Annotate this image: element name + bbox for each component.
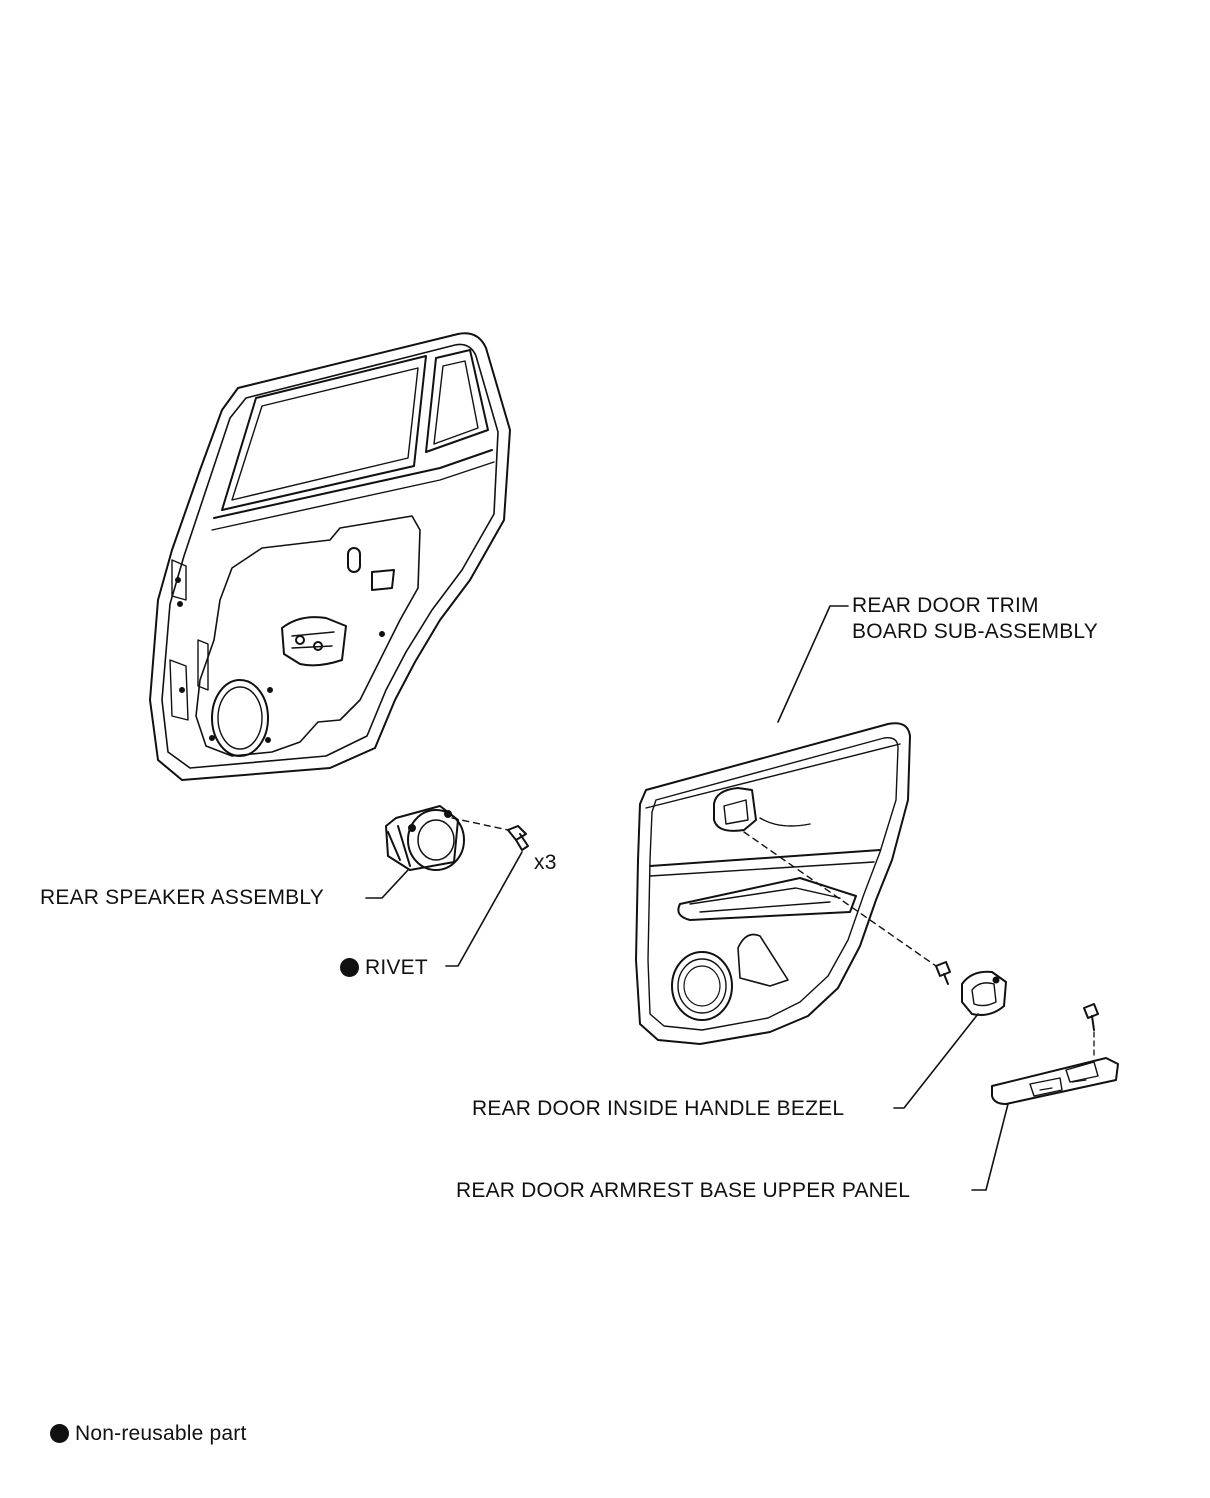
legend-non-reusable: Non-reusable part bbox=[50, 1421, 247, 1447]
handle-bezel-guide-line bbox=[743, 831, 937, 967]
trim-board-label-line1: REAR DOOR TRIM bbox=[852, 594, 1039, 617]
filled-circle-icon bbox=[340, 958, 359, 977]
rear-door-trim-board bbox=[635, 722, 911, 1045]
speaker-rivet-guide-line bbox=[451, 817, 509, 831]
armrest-screw bbox=[1083, 1003, 1099, 1031]
trim-board-leader-line bbox=[777, 605, 849, 723]
rivet bbox=[507, 825, 529, 851]
rivet-label: RIVET bbox=[340, 955, 428, 981]
rivet-leader-line bbox=[445, 851, 523, 967]
rear-door-frame bbox=[149, 332, 511, 781]
handle-bezel-label: REAR DOOR INSIDE HANDLE BEZEL bbox=[472, 1097, 845, 1120]
bezel-screw bbox=[935, 961, 951, 985]
trim-board-label-line2: BOARD SUB-ASSEMBLY bbox=[852, 620, 1098, 643]
handle-bezel-leader-line bbox=[893, 1013, 979, 1109]
rear-speaker-assembly bbox=[385, 805, 465, 871]
speaker-leader-line bbox=[365, 869, 409, 899]
speaker-label: REAR SPEAKER ASSEMBLY bbox=[40, 886, 324, 909]
trim-board-label: REAR DOOR TRIM BOARD SUB-ASSEMBLY bbox=[852, 593, 1098, 645]
rivet-quantity-label: x3 bbox=[534, 851, 557, 874]
rear-door-inside-handle-bezel bbox=[961, 970, 1007, 1016]
legend-non-reusable-text: Non-reusable part bbox=[75, 1422, 247, 1445]
filled-circle-icon bbox=[50, 1424, 69, 1443]
armrest-panel-label: REAR DOOR ARMREST BASE UPPER PANEL bbox=[456, 1179, 911, 1202]
rivet-label-text: RIVET bbox=[365, 956, 428, 979]
rear-door-armrest-base-upper-panel bbox=[991, 1057, 1119, 1105]
armrest-leader-line bbox=[971, 1103, 1009, 1191]
